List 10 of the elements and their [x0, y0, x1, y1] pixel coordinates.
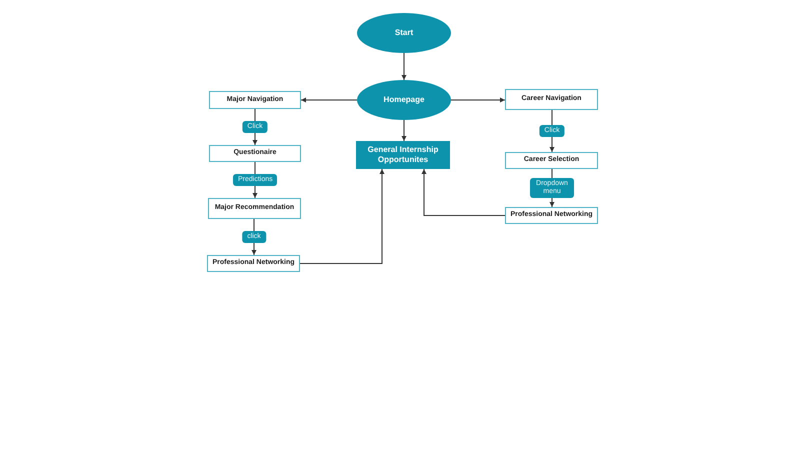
arrow — [402, 52, 406, 80]
arrow — [252, 218, 256, 256]
arrow — [450, 98, 506, 102]
arrow — [422, 168, 506, 216]
arrow — [300, 168, 384, 264]
ellipse-node: Homepage — [357, 80, 451, 120]
arrow — [300, 98, 358, 102]
arrow — [402, 120, 406, 142]
process-box: General Internship Opportunites — [356, 141, 450, 169]
ellipse-node: Start — [357, 13, 451, 53]
